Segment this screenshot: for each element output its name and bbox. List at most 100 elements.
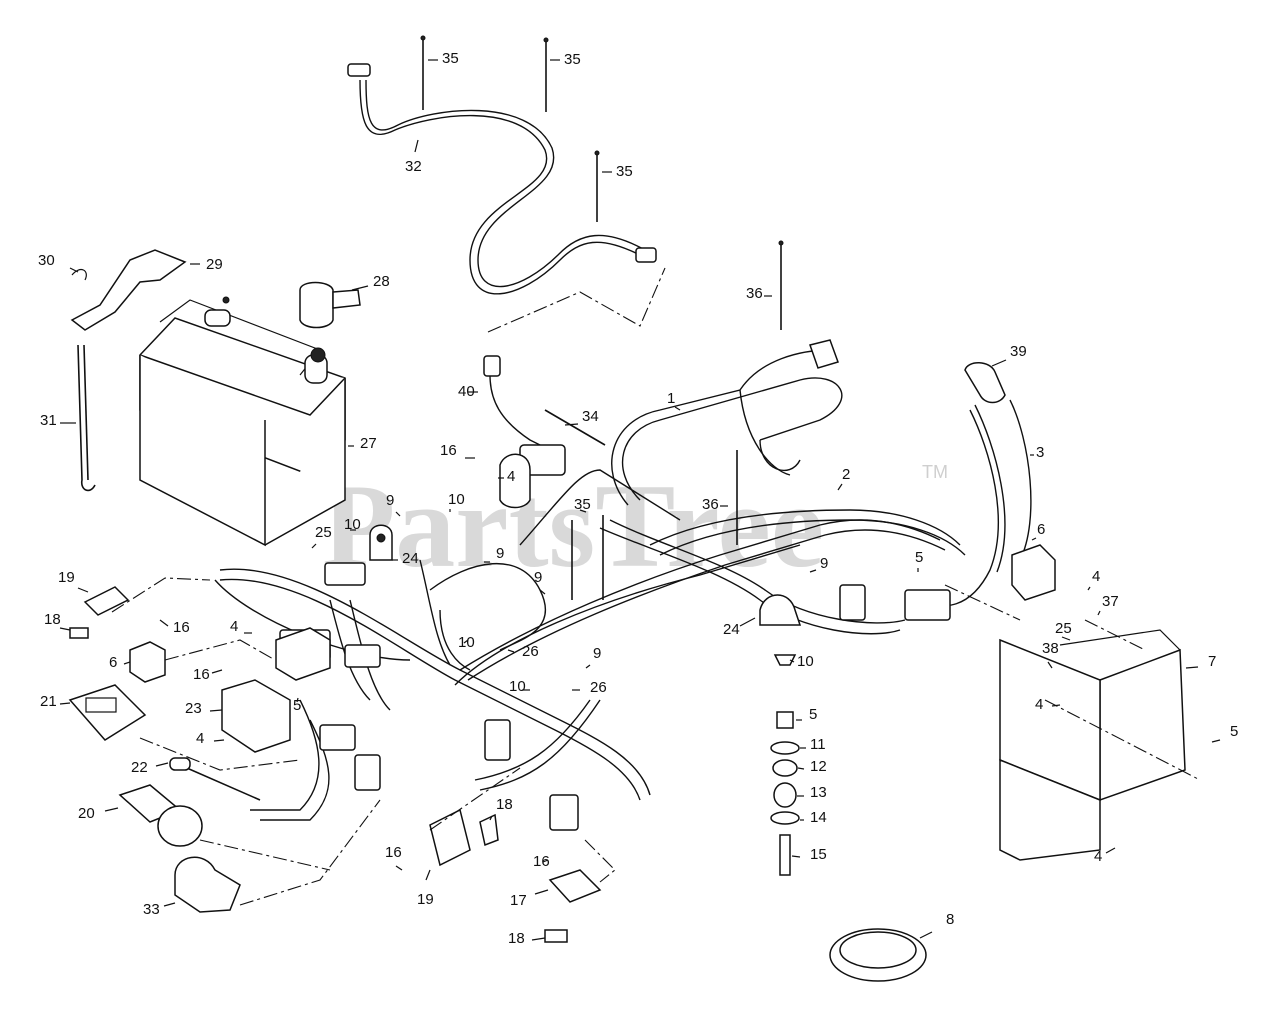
leader-line [395,865,403,871]
callout-29: 29 [206,256,223,273]
callout-12: 12 [810,758,827,775]
callout-18: 18 [44,611,61,628]
callout-16: 16 [533,853,550,870]
leader-line [159,619,169,627]
callout-16: 16 [193,666,210,683]
callout-9: 9 [386,492,394,509]
callout-4: 4 [196,730,204,747]
leader-line [564,423,579,426]
callout-14: 14 [810,809,827,826]
leader-line [809,569,817,573]
leader-line [791,855,801,858]
callout-39: 39 [1010,343,1027,360]
callout-10: 10 [344,516,361,533]
leader-line [837,483,843,491]
leader-line [211,669,223,674]
leader-line [351,285,369,291]
callout-30: 30 [38,252,55,269]
callout-27: 27 [360,435,377,452]
watermark-trademark: TM [922,462,948,482]
leader-line [1211,739,1221,743]
callout-10: 10 [797,653,814,670]
callout-20: 20 [78,805,95,822]
terminal-boot-39 [964,362,1006,404]
callout-25: 25 [1055,620,1072,637]
callout-22: 22 [131,759,148,776]
leader-line [991,359,1007,367]
leader-line [209,709,223,712]
leader-line [1185,666,1199,669]
callout-8: 8 [946,911,954,928]
callout-38: 38 [1042,640,1059,657]
wire-harness [214,339,966,821]
callout-33: 33 [143,901,160,918]
leader-line [69,267,79,273]
leader-line [507,649,515,653]
leader-line [425,869,431,881]
callout-9: 9 [593,645,601,662]
callout-5: 5 [1230,723,1238,740]
callout-4: 4 [1094,848,1102,865]
callout-24: 24 [402,550,419,567]
leader-line [919,931,933,939]
leader-line [1047,661,1053,669]
leader-line [1031,537,1037,541]
watermark: PartsTree [322,459,824,592]
callout-1: 1 [667,390,675,407]
callout-6: 6 [1037,521,1045,538]
callout-16: 16 [173,619,190,636]
callout-4: 4 [1035,696,1043,713]
callout-4: 4 [230,618,238,635]
leader-line [1051,704,1061,707]
callout-25: 25 [315,524,332,541]
callout-10: 10 [448,491,465,508]
leader-line [123,661,131,665]
leader-line [414,139,419,153]
leader-line [1097,610,1101,616]
callout-17: 17 [510,892,527,909]
leader-line [395,511,401,517]
leader-line [585,664,591,669]
callout-37: 37 [1102,593,1119,610]
leader-line [489,815,493,821]
leader-line [531,937,546,941]
callout-24: 24 [723,621,740,638]
leader-line [579,509,587,513]
callout-35: 35 [442,50,459,67]
callout-6: 6 [109,654,117,671]
callout-13: 13 [810,784,827,801]
callout-16: 16 [440,442,457,459]
leader-line [1105,847,1116,854]
callout-32: 32 [405,158,422,175]
callout-10: 10 [509,678,526,695]
leader-line [463,639,469,644]
callout-4: 4 [507,468,515,485]
callout-36: 36 [746,285,763,302]
callout-18: 18 [496,796,513,813]
terminal-boot [299,281,334,329]
callout-15: 15 [810,846,827,863]
callout-16: 16 [385,844,402,861]
leader-line [59,627,71,631]
callout-19: 19 [58,569,75,586]
callout-9: 9 [534,569,542,586]
leader-line [104,807,119,812]
callout-11: 11 [810,736,826,753]
callout-21: 21 [40,693,57,710]
callout-18: 18 [508,930,525,947]
callout-34: 34 [582,408,599,425]
mounting-bracket [999,629,1186,861]
mounting-hardware-stack [770,654,800,876]
callout-36: 36 [702,496,719,513]
leader-line [311,543,317,549]
leader-line [534,889,549,895]
callout-5: 5 [293,697,301,714]
leader-line [155,762,169,767]
leader-line [213,739,225,742]
callout-35: 35 [616,163,633,180]
leader-line [674,406,681,411]
leader-line [542,859,549,863]
leader-line [789,659,795,663]
